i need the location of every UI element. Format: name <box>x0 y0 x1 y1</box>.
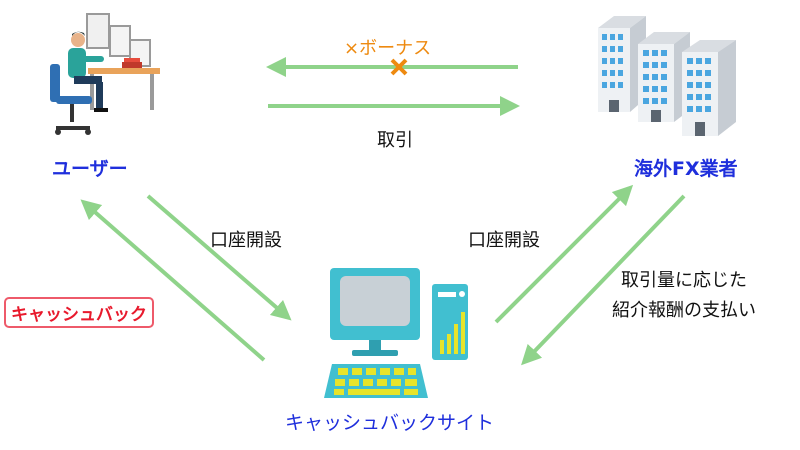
broker-label: 海外FX業者 <box>634 158 738 180</box>
site-open-account-label: 口座開設 <box>468 230 540 251</box>
payment-label-line2: 紹介報酬の支払い <box>612 300 756 321</box>
payment-label-line1: 取引量に応じた <box>621 270 747 291</box>
user-open-account-label: 口座開設 <box>210 230 282 251</box>
cashback-arrow <box>80 199 266 362</box>
user-label: ユーザー <box>52 158 128 180</box>
user-at-desk-illustration <box>50 13 160 135</box>
payment-label: 取引量に応じた 紹介報酬の支払い <box>612 266 756 326</box>
trade-label: 取引 <box>377 130 413 151</box>
broker-buildings-illustration <box>598 16 736 136</box>
computer-illustration <box>324 268 468 398</box>
cashback-label: キャッシュバック <box>4 297 154 328</box>
bonus-label: ×ボーナス <box>344 38 432 59</box>
payment-arrow <box>521 194 686 366</box>
user-open-account-arrow <box>146 194 292 321</box>
cancel-x-icon <box>390 58 408 76</box>
cashback-site-label: キャッシュバックサイト <box>285 412 495 434</box>
site-open-account-arrow <box>494 184 634 324</box>
